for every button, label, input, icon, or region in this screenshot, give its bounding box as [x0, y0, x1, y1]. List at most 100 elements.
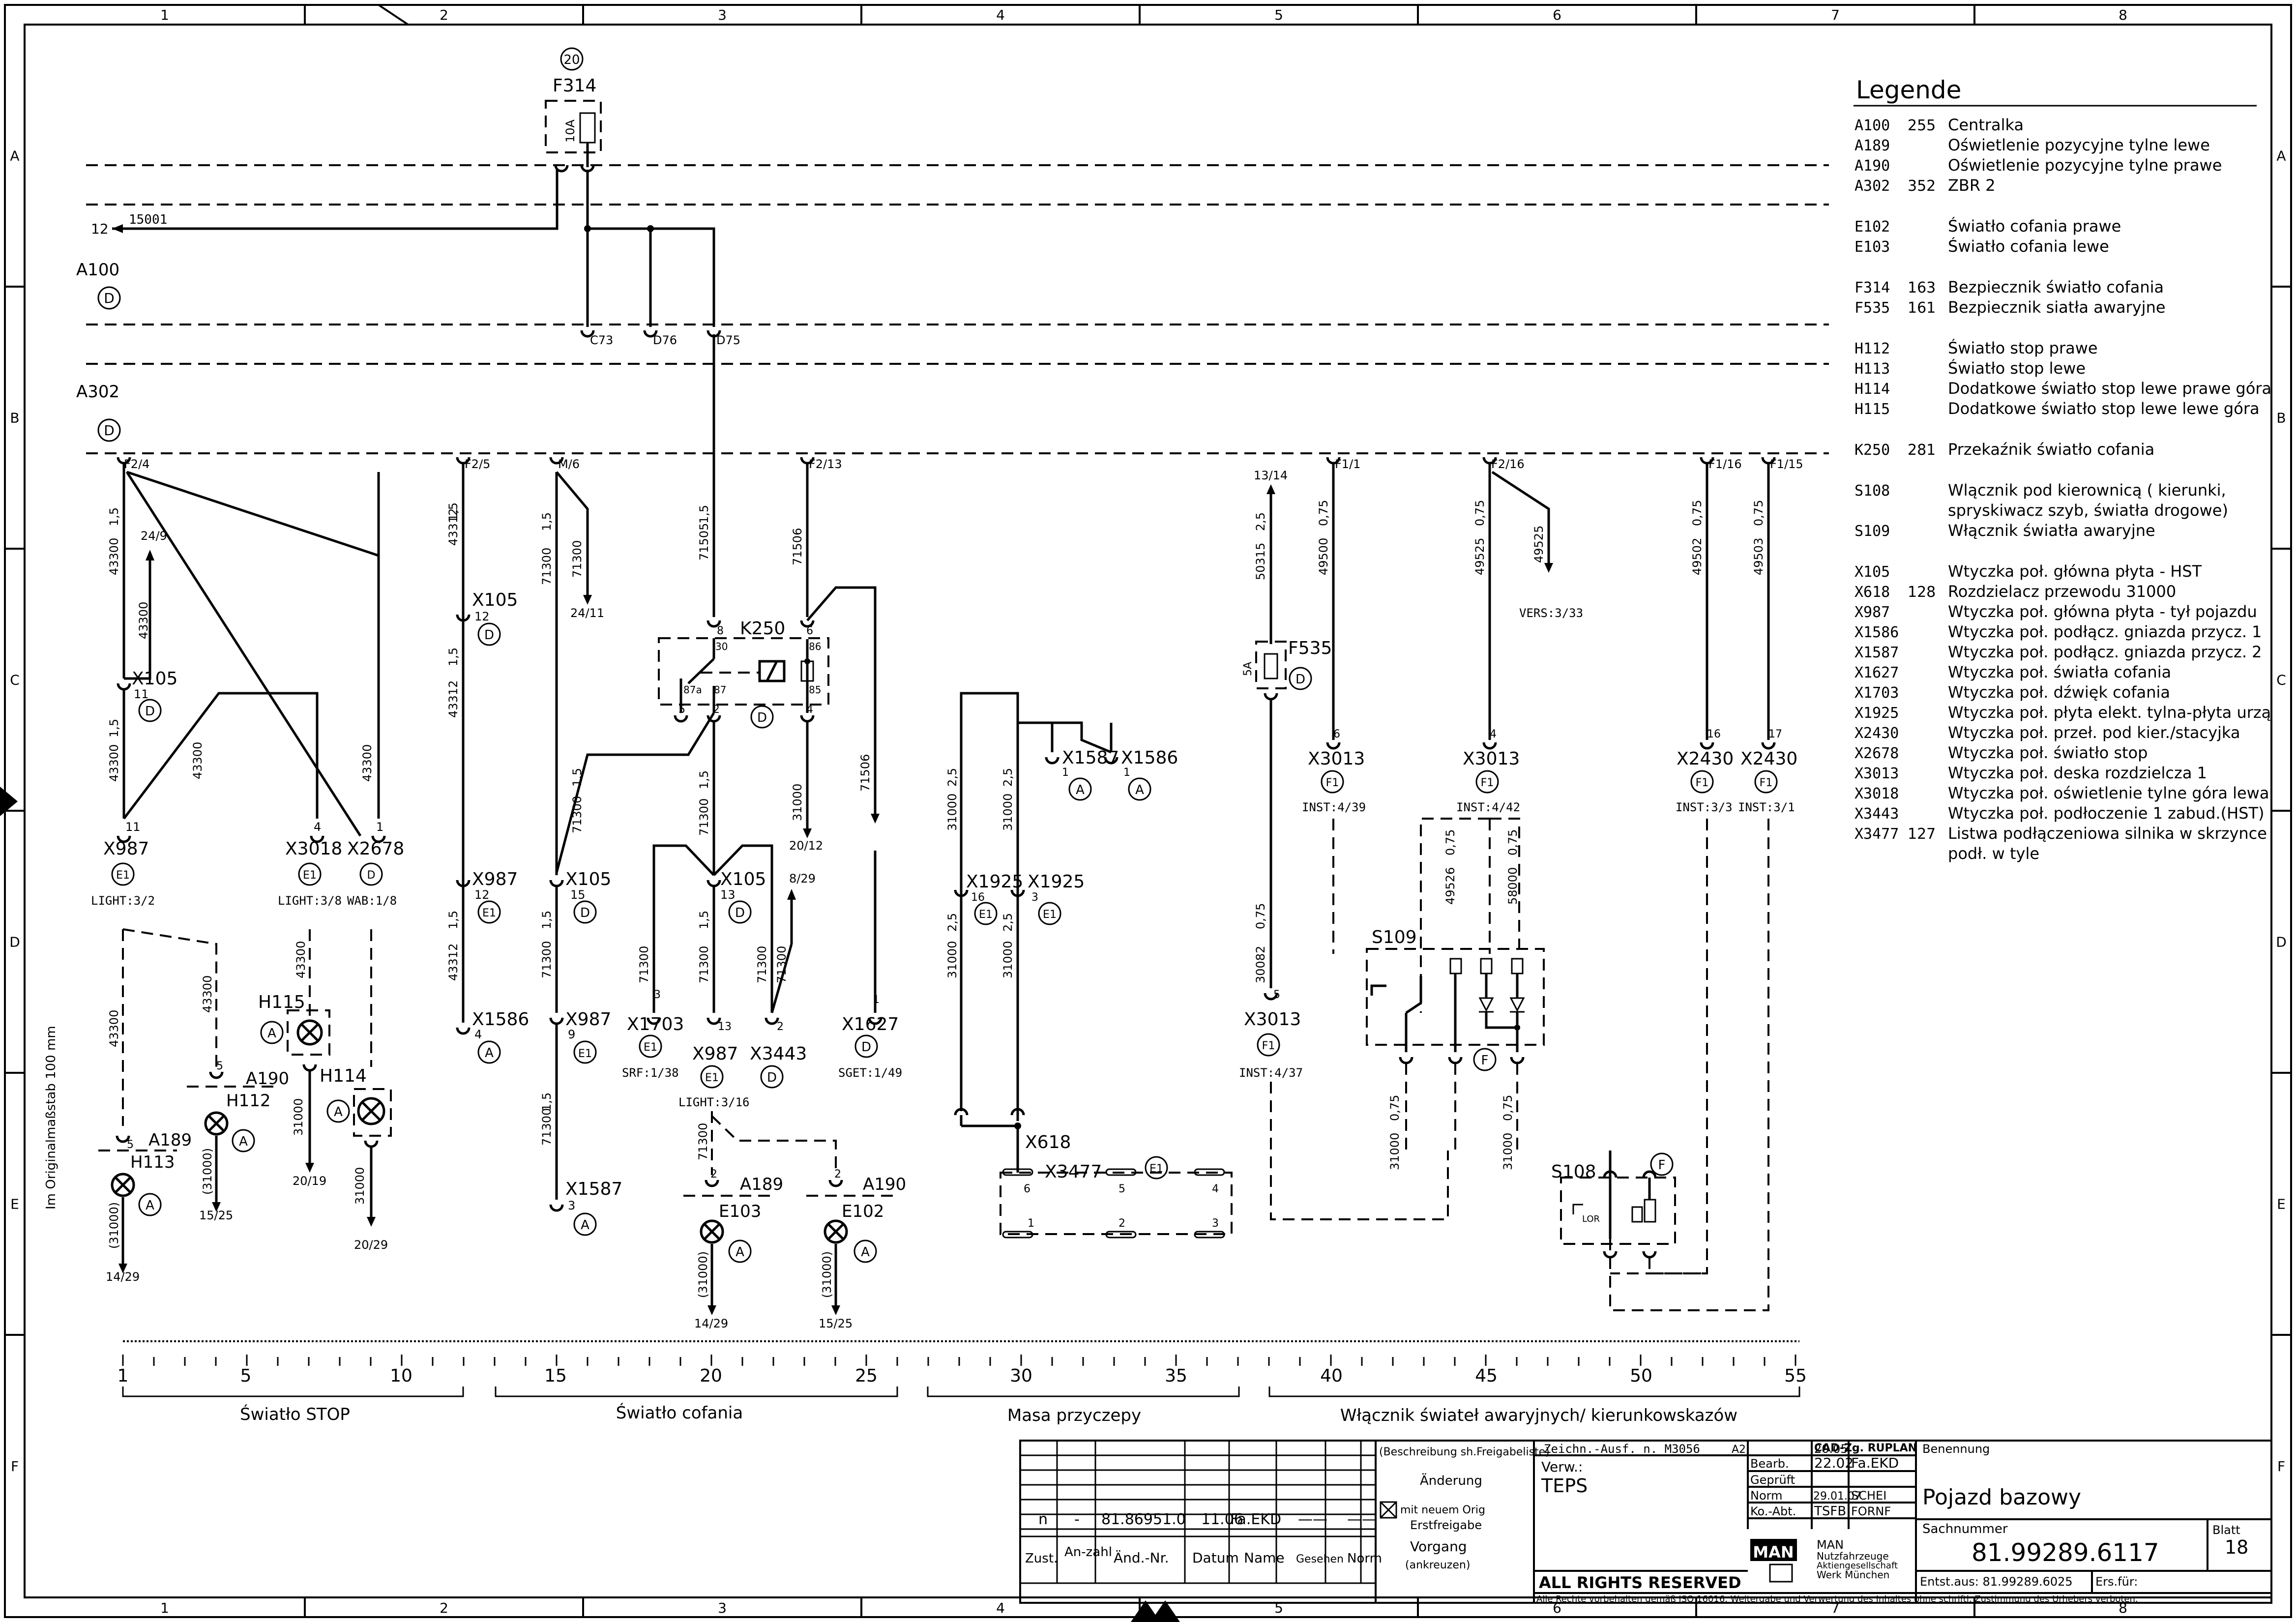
svg-text:WAB:1/8: WAB:1/8: [347, 894, 397, 908]
svg-text:Wtyczka poł. główna płyta - HS: Wtyczka poł. główna płyta - HST: [1948, 562, 2202, 581]
svg-text:1: 1: [376, 820, 383, 834]
svg-text:2: 2: [713, 704, 720, 716]
svg-text:(31000): (31000): [820, 1251, 834, 1298]
svg-text:71300: 71300: [697, 798, 711, 836]
svg-text:Ers.für:: Ers.für:: [2095, 1575, 2138, 1589]
svg-text:3: 3: [1212, 1217, 1219, 1230]
svg-text:1,5: 1,5: [107, 507, 121, 526]
svg-text:ALL RIGHTS RESERVED: ALL RIGHTS RESERVED: [1539, 1573, 1741, 1592]
svg-text:1,5: 1,5: [107, 719, 121, 737]
svg-text:X105: X105: [1854, 563, 1890, 581]
svg-text:(31000): (31000): [107, 1202, 121, 1249]
svg-text:F: F: [1658, 1158, 1666, 1173]
f314-distribution: C73 D76 D75: [580, 170, 740, 347]
svg-text:Werk München: Werk München: [1817, 1569, 1889, 1581]
svg-text:16: 16: [1707, 728, 1721, 740]
svg-text:71300: 71300: [540, 548, 554, 585]
svg-text:A: A: [239, 1134, 248, 1149]
svg-text:14/29: 14/29: [106, 1270, 140, 1284]
svg-text:49525: 49525: [1473, 538, 1487, 575]
svg-text:D76: D76: [653, 333, 677, 347]
svg-text:Bearb.: Bearb.: [1750, 1457, 1789, 1471]
frame-row-label: F: [2277, 1458, 2285, 1475]
svg-text:71505: 71505: [697, 523, 711, 560]
svg-text:12: 12: [474, 610, 490, 623]
svg-text:X987: X987: [1854, 604, 1890, 621]
svg-text:0,75: 0,75: [1443, 829, 1457, 855]
svg-text:Dodatkowe światło stop lewe pr: Dodatkowe światło stop lewe prawe góra: [1948, 379, 2271, 398]
svg-text:Wtyczka poł. deska rozdzielcza: Wtyczka poł. deska rozdzielcza 1: [1948, 764, 2207, 782]
svg-text:Zust.: Zust.: [1025, 1551, 1058, 1566]
svg-text:49526: 49526: [1443, 867, 1457, 905]
svg-text:1,5: 1,5: [446, 502, 460, 521]
svg-text:X1925: X1925: [1028, 872, 1085, 892]
svg-text:127: 127: [1908, 826, 1936, 843]
svg-text:——: ——: [1347, 1511, 1377, 1528]
svg-text:15/25: 15/25: [819, 1317, 853, 1330]
svg-text:0,75: 0,75: [1254, 903, 1267, 929]
svg-text:Wtyczka poł. światło stop: Wtyczka poł. światło stop: [1948, 743, 2148, 762]
svg-text:D: D: [767, 1070, 777, 1085]
svg-text:Wtyczka poł. podłącz. gniazda: Wtyczka poł. podłącz. gniazda przycz. 1: [1948, 622, 2262, 641]
svg-text:20: 20: [563, 53, 580, 67]
svg-text:INST:4/37: INST:4/37: [1239, 1066, 1303, 1080]
svg-text:43300: 43300: [360, 744, 374, 782]
svg-text:13: 13: [720, 888, 736, 902]
svg-text:86: 86: [809, 641, 821, 652]
svg-text:A: A: [267, 1026, 276, 1041]
svg-text:E103: E103: [1854, 238, 1890, 256]
frame-column-label: 8: [2119, 7, 2127, 23]
group-label-trailer: Masa przyczepy: [1007, 1406, 1141, 1425]
svg-text:D: D: [484, 628, 494, 643]
svg-text:A: A: [581, 1218, 589, 1233]
svg-text:TSFB: TSFB: [1814, 1504, 1846, 1519]
svg-text:Wlącznik pod kierownicą ( kier: Wlącznik pod kierownicą ( kierunki,: [1948, 481, 2226, 500]
ruler-number: 55: [1784, 1366, 1807, 1386]
svg-text:20/19: 20/19: [293, 1174, 326, 1188]
svg-text:2,5: 2,5: [945, 768, 959, 787]
module-a302: A302 D: [76, 382, 121, 442]
svg-text:X2430: X2430: [1740, 749, 1797, 769]
svg-text:X1587: X1587: [565, 1179, 622, 1199]
svg-text:D: D: [757, 710, 767, 725]
svg-text:2,5: 2,5: [1001, 768, 1015, 787]
svg-text:15001: 15001: [129, 212, 167, 227]
svg-text:2: 2: [777, 1021, 784, 1033]
svg-text:Benennung: Benennung: [1922, 1442, 1990, 1456]
svg-text:H114: H114: [320, 1066, 367, 1086]
svg-text:Listwa podłączeniowa silnika w: Listwa podłączeniowa silnika w skrzynce: [1948, 824, 2267, 843]
svg-text:2: 2: [710, 1168, 717, 1180]
svg-text:0,75: 0,75: [1317, 500, 1330, 526]
svg-text:X105: X105: [565, 869, 611, 889]
svg-text:50315: 50315: [1254, 543, 1267, 580]
svg-text:4: 4: [1212, 1183, 1219, 1195]
svg-text:E102: E102: [1854, 218, 1890, 236]
svg-text:X1586: X1586: [472, 1009, 529, 1030]
svg-text:43300: 43300: [294, 941, 308, 978]
svg-text:87: 87: [714, 684, 726, 696]
svg-text:INST:4/39: INST:4/39: [1302, 800, 1366, 814]
svg-text:71300: 71300: [696, 1123, 710, 1160]
svg-text:6: 6: [1024, 1183, 1030, 1195]
svg-text:29.01.07: 29.01.07: [1813, 1490, 1861, 1503]
svg-text:31000: 31000: [1001, 794, 1015, 831]
svg-text:2: 2: [1119, 1217, 1125, 1230]
frame-column-label: 6: [1553, 7, 1561, 23]
svg-text:31000: 31000: [791, 784, 804, 821]
svg-text:87a: 87a: [683, 684, 702, 696]
svg-text:X2678: X2678: [1854, 745, 1899, 762]
legend-entry: X105 Wtyczka poł. główna płyta - HST: [1854, 562, 2202, 581]
ruler-number: 5: [240, 1366, 252, 1386]
svg-text:F1/1: F1/1: [1335, 457, 1360, 471]
frame-row-label: D: [2276, 934, 2287, 950]
svg-text:Światło cofania prawe: Światło cofania prawe: [1948, 216, 2121, 236]
